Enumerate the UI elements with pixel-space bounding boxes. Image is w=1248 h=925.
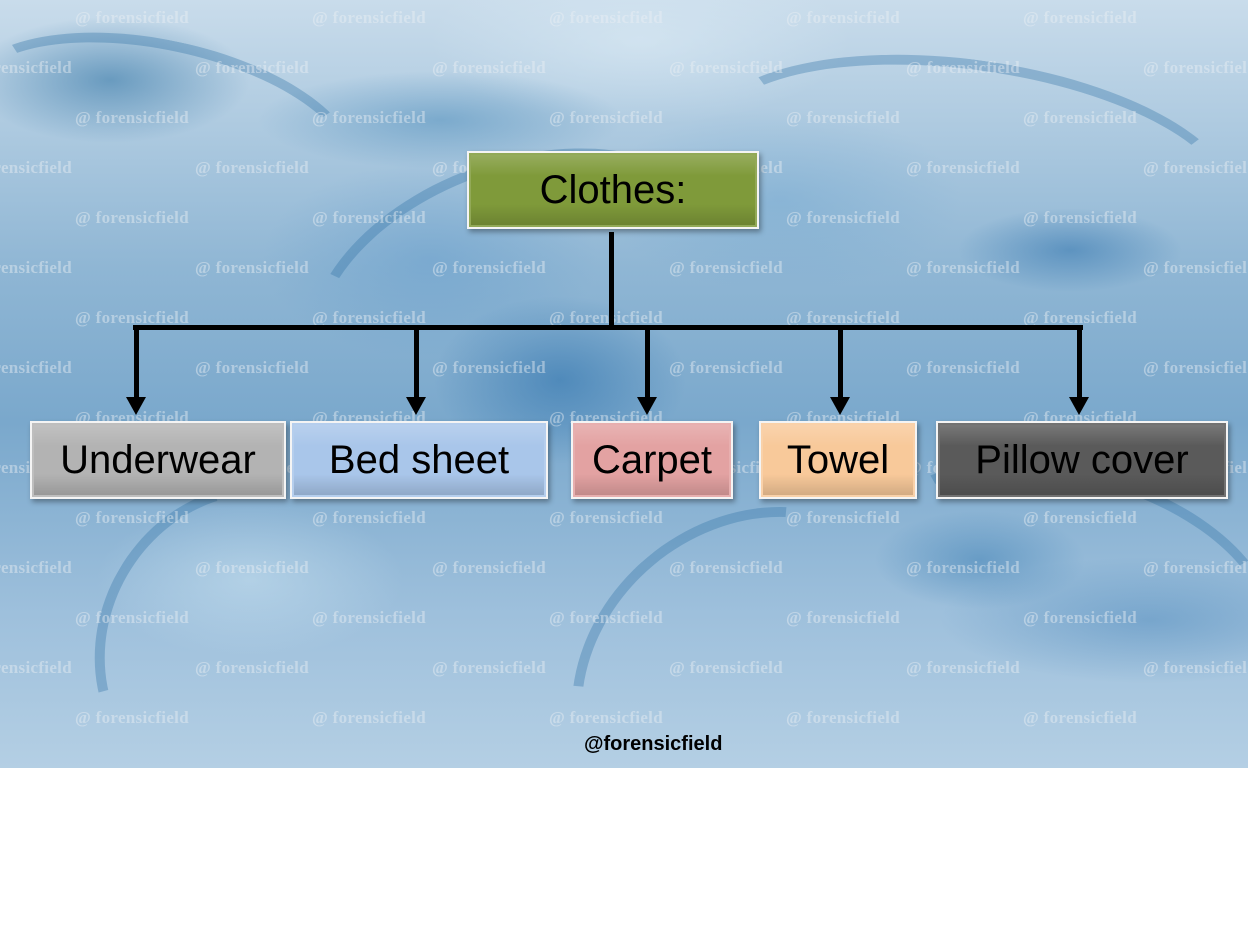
watermark-text: @ forensicfield bbox=[0, 58, 72, 77]
arrow-down-icon bbox=[406, 397, 426, 415]
watermark-text: @ forensicfield bbox=[75, 8, 189, 27]
credit-text: @forensicfield bbox=[584, 733, 723, 755]
watermark-text: @ forensicfield bbox=[906, 358, 1020, 377]
watermark-text: @ forensicfield bbox=[195, 358, 309, 377]
root-node-clothes: Clothes: bbox=[467, 151, 759, 229]
watermark-text: @ forensicfield bbox=[312, 108, 426, 127]
watermark-text: @ forensicfield bbox=[1143, 558, 1248, 577]
watermark-text: @ forensicfield bbox=[195, 58, 309, 77]
watermark-text: @ forensicfield bbox=[432, 58, 546, 77]
watermark-text: @ forensicfield bbox=[75, 708, 189, 727]
watermark-text: @ forensicfield bbox=[195, 658, 309, 677]
watermark-text: @ forensicfield bbox=[312, 8, 426, 27]
watermark-text: @ forensicfield bbox=[0, 358, 72, 377]
watermark-text: @ forensicfield bbox=[549, 508, 663, 527]
child-node-label: Towel bbox=[786, 437, 890, 482]
watermark-text: @ forensicfield bbox=[549, 308, 663, 327]
watermark-text: @ forensicfield bbox=[312, 708, 426, 727]
connector-drop-underwear bbox=[134, 325, 139, 400]
connector-drop-pillow-cover bbox=[1077, 325, 1082, 400]
watermark-text: @ forensicfield bbox=[195, 158, 309, 177]
watermark-text: @ forensicfield bbox=[1143, 158, 1248, 177]
watermark-text: @ forensicfield bbox=[906, 258, 1020, 277]
child-node-underwear: Underwear bbox=[30, 421, 286, 499]
watermark-text: @ forensicfield bbox=[669, 258, 783, 277]
watermark-text: @ forensicfield bbox=[75, 608, 189, 627]
child-node-label: Bed sheet bbox=[328, 437, 510, 482]
watermark-text: @ forensicfield bbox=[75, 208, 189, 227]
watermark-text: @ forensicfield bbox=[786, 708, 900, 727]
watermark-text: @ forensicfield bbox=[669, 358, 783, 377]
watermark-text: @ forensicfield bbox=[786, 108, 900, 127]
connector-stem bbox=[609, 232, 614, 330]
watermark-text: @ forensicfield bbox=[906, 658, 1020, 677]
watermark-text: @ forensicfield bbox=[786, 508, 900, 527]
watermark-text: @ forensicfield bbox=[0, 558, 72, 577]
watermark-text: @ forensicfield bbox=[1143, 58, 1248, 77]
watermark-text: @ forensicfield bbox=[786, 608, 900, 627]
connector-bar bbox=[133, 325, 1083, 330]
watermark-text: @ forensicfield bbox=[312, 208, 426, 227]
child-node-bed-sheet: Bed sheet bbox=[290, 421, 548, 499]
arrow-down-icon bbox=[637, 397, 657, 415]
watermark-text: @ forensicfield bbox=[1143, 358, 1248, 377]
watermark-text: @ forensicfield bbox=[906, 158, 1020, 177]
connector-drop-bed-sheet bbox=[414, 325, 419, 400]
connector-drop-carpet bbox=[645, 325, 650, 400]
watermark-text: @ forensicfield bbox=[1143, 258, 1248, 277]
watermark-text: @ forensicfield bbox=[1023, 708, 1137, 727]
arrow-down-icon bbox=[830, 397, 850, 415]
watermark-text: @ forensicfield bbox=[1023, 8, 1137, 27]
watermark-text: @ forensicfield bbox=[312, 508, 426, 527]
watermark-text: @ forensicfield bbox=[1143, 658, 1248, 677]
watermark-text: @ forensicfield bbox=[669, 558, 783, 577]
watermark-text: @ forensicfield bbox=[906, 558, 1020, 577]
background-image bbox=[0, 0, 1248, 768]
child-node-label: Underwear bbox=[60, 437, 256, 482]
watermark-text: @ forensicfield bbox=[669, 58, 783, 77]
watermark-text: @ forensicfield bbox=[786, 8, 900, 27]
watermark-text: @ forensicfield bbox=[432, 558, 546, 577]
watermark-text: @ forensicfield bbox=[75, 108, 189, 127]
watermark-text: @ forensicfield bbox=[195, 258, 309, 277]
watermark-text: @ forensicfield bbox=[549, 608, 663, 627]
watermark-text: @ forensicfield bbox=[786, 208, 900, 227]
root-node-label: Clothes: bbox=[539, 167, 687, 212]
watermark-text: @ forensicfield bbox=[549, 108, 663, 127]
watermark-text: @ forensicfield bbox=[669, 658, 783, 677]
watermark-text: @ forensicfield bbox=[432, 358, 546, 377]
watermark-text: @ forensicfield bbox=[1023, 308, 1137, 327]
child-node-label: Carpet bbox=[591, 437, 713, 482]
watermark-text: @ forensicfield bbox=[0, 258, 72, 277]
watermark-text: @ forensicfield bbox=[312, 608, 426, 627]
watermark-text: @ forensicfield bbox=[1023, 608, 1137, 627]
child-node-label: Pillow cover bbox=[975, 437, 1189, 482]
arrow-down-icon bbox=[126, 397, 146, 415]
arrow-down-icon bbox=[1069, 397, 1089, 415]
watermark-text: @ forensicfield bbox=[549, 708, 663, 727]
watermark-text: @ forensicfield bbox=[1023, 508, 1137, 527]
watermark-text: @ forensicfield bbox=[75, 508, 189, 527]
watermark-text: @ forensicfield bbox=[432, 658, 546, 677]
watermark-text: @ forensicfield bbox=[1023, 208, 1137, 227]
watermark-text: @ forensicfield bbox=[312, 308, 426, 327]
child-node-pillow-cover: Pillow cover bbox=[936, 421, 1228, 499]
watermark-text: @ forensicfield bbox=[195, 558, 309, 577]
watermark-text: @ forensicfield bbox=[432, 258, 546, 277]
watermark-text: @ forensicfield bbox=[0, 658, 72, 677]
watermark-text: @ forensicfield bbox=[549, 8, 663, 27]
watermark-text: @ forensicfield bbox=[786, 308, 900, 327]
watermark-text: @ forensicfield bbox=[1023, 108, 1137, 127]
connector-drop-towel bbox=[838, 325, 843, 400]
watermark-text: @ forensicfield bbox=[906, 58, 1020, 77]
child-node-carpet: Carpet bbox=[571, 421, 733, 499]
watermark-text: @ forensicfield bbox=[0, 158, 72, 177]
watermark-text: @ forensicfield bbox=[75, 308, 189, 327]
child-node-towel: Towel bbox=[759, 421, 917, 499]
